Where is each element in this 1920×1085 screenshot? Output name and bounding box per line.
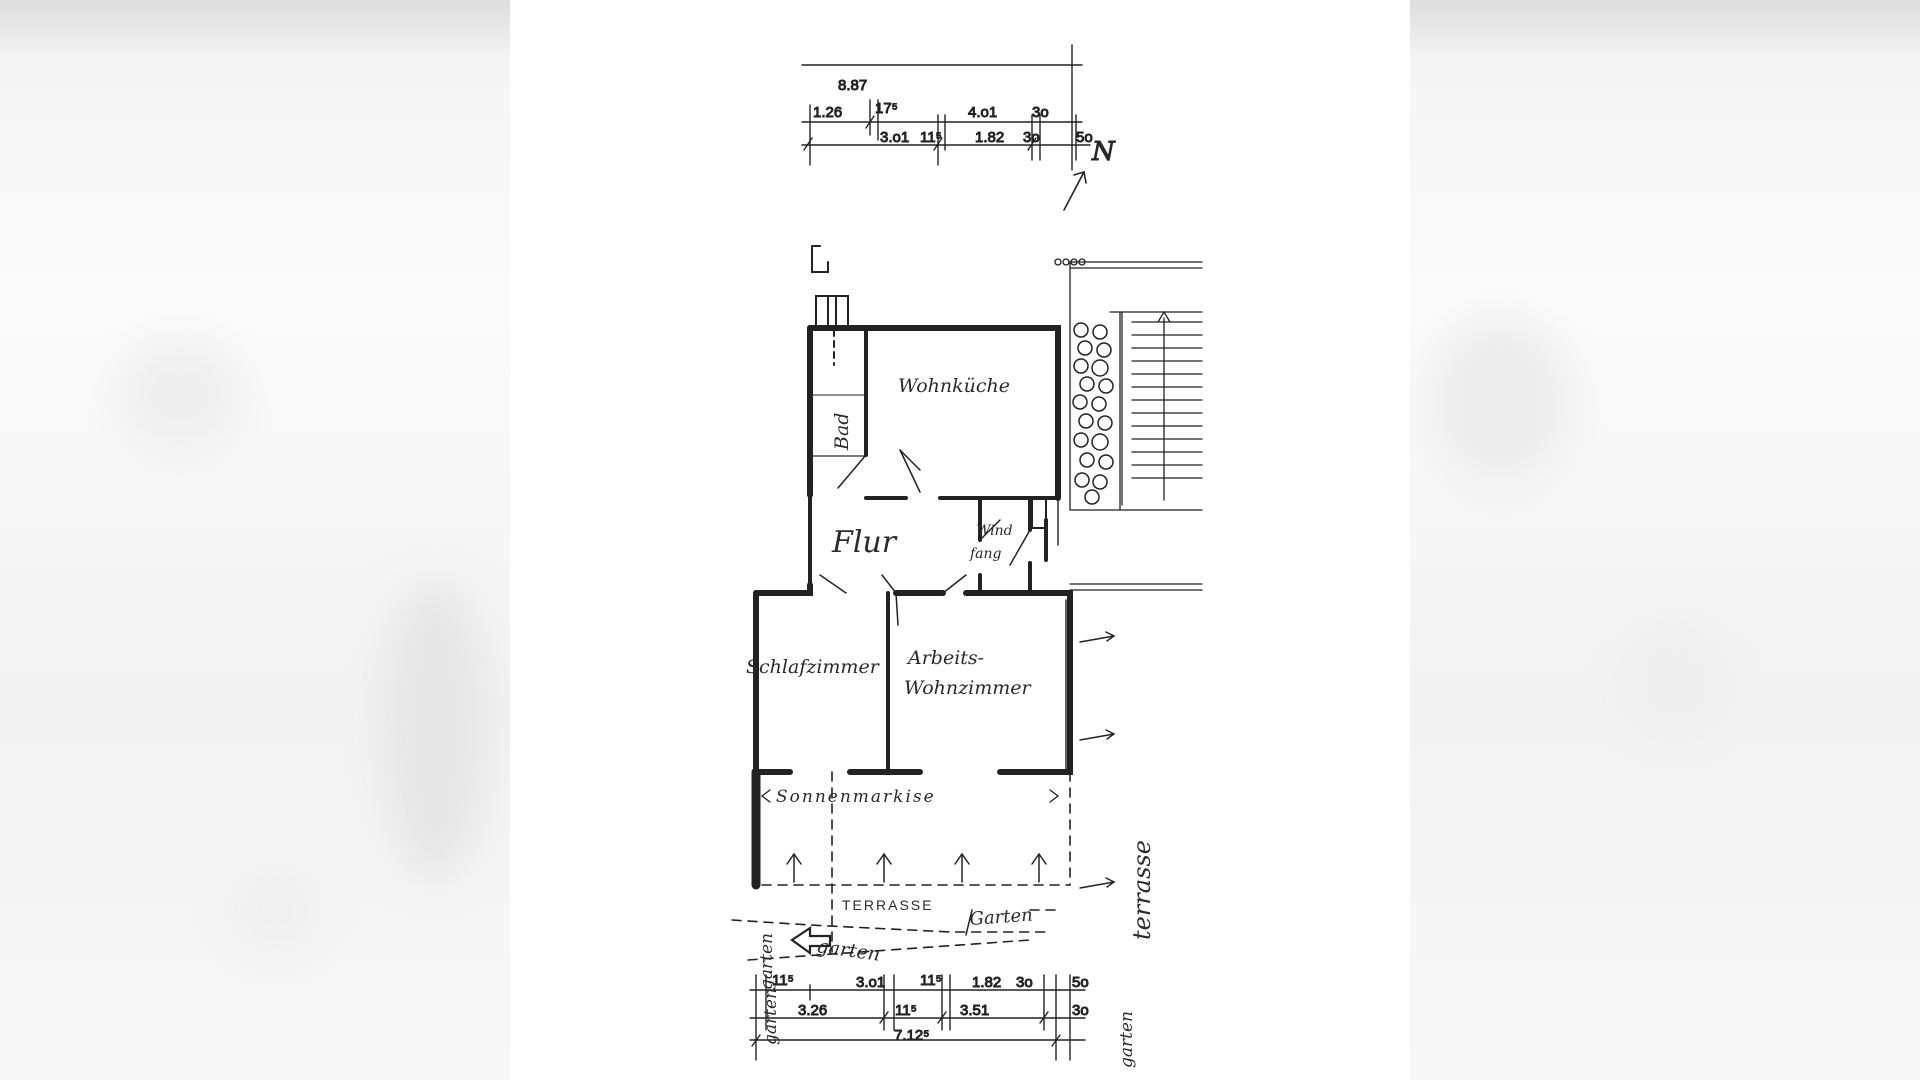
label-garten-bottom: garten bbox=[815, 935, 881, 966]
dim-bottom-1: 11⁵ bbox=[772, 972, 794, 989]
room-label-schlafzimmer: Schlafzimmer bbox=[746, 656, 881, 678]
label-sonnenmarkise: Sonnenmarkise bbox=[776, 787, 936, 807]
label-garten-terrace: Garten bbox=[969, 905, 1034, 930]
dim-bottom-4: 1.82 bbox=[972, 974, 1001, 991]
dim-bottom-10: 3o bbox=[1072, 1002, 1089, 1019]
dim-bottom-8: 11⁵ bbox=[895, 1002, 917, 1019]
room-label-arbeits: Arbeits- bbox=[906, 647, 984, 669]
terrace-outline bbox=[731, 771, 1071, 961]
dim-bottom-7: 3.26 bbox=[798, 1002, 827, 1019]
blur-spot bbox=[120, 340, 240, 450]
interior-walls bbox=[808, 326, 1060, 774]
door-swings bbox=[819, 449, 1031, 626]
label-garten-left: garten bbox=[757, 933, 777, 990]
dim-total-bottom: 7.12⁵ bbox=[894, 1027, 929, 1044]
bottom-dimension-lines bbox=[749, 974, 1086, 1061]
facade-arrows bbox=[1079, 631, 1116, 889]
dim-top-2: 17⁵ bbox=[875, 100, 898, 117]
label-terrasse-side: terrasse bbox=[1128, 840, 1156, 940]
blurred-background-right bbox=[1410, 0, 1920, 1080]
room-label-windfang-1: Wind bbox=[976, 523, 1013, 539]
north-label: N bbox=[1091, 137, 1116, 167]
dim-bottom-2: 3.o1 bbox=[856, 974, 885, 991]
blur-spot bbox=[1620, 620, 1730, 740]
blur-spot bbox=[230, 870, 320, 950]
blurred-background-left bbox=[0, 0, 510, 1080]
blur-spot bbox=[1430, 320, 1570, 480]
blur-spot bbox=[380, 580, 490, 880]
dim-top-3: 4.o1 bbox=[968, 104, 997, 121]
floor-plan-sheet: 8.87 1.26 17⁵ 4.o1 3o 3.o1 11⁵ 1.82 3o 5… bbox=[510, 0, 1410, 1080]
terrace-arrows bbox=[786, 852, 1047, 936]
dim-top-1: 1.26 bbox=[813, 104, 842, 121]
dim-top-4: 3o bbox=[1032, 104, 1049, 121]
bath-shaft bbox=[811, 245, 867, 457]
room-label-bad: Bad bbox=[831, 413, 853, 451]
markise-line bbox=[760, 789, 1060, 803]
dim-bottom-3: 11⁵ bbox=[920, 972, 942, 989]
dim-bottom-9: 3.51 bbox=[960, 1002, 989, 1019]
room-label-wohnkueche: Wohnküche bbox=[898, 375, 1010, 397]
label-garten-left-2: garten bbox=[761, 988, 781, 1045]
dim-top-8: 3o bbox=[1023, 129, 1040, 146]
garden-entrance-arrow-icon bbox=[790, 925, 832, 956]
windows bbox=[1057, 497, 1071, 773]
label-terrasse: TERRASSE bbox=[842, 897, 933, 913]
dim-bottom-6: 5o bbox=[1072, 974, 1089, 991]
dim-top-6: 11⁵ bbox=[920, 129, 942, 146]
north-arrow-icon bbox=[1063, 170, 1087, 211]
dim-top-9: 5o bbox=[1076, 129, 1093, 146]
room-label-wohnzimmer: Wohnzimmer bbox=[904, 677, 1033, 699]
floor-plan-drawing: 8.87 1.26 17⁵ 4.o1 3o 3.o1 11⁵ 1.82 3o 5… bbox=[731, 44, 1203, 1068]
label-garten-right: garten bbox=[1117, 1011, 1137, 1068]
dim-top-7: 1.82 bbox=[975, 129, 1004, 146]
planting-bed bbox=[1072, 322, 1114, 505]
room-label-flur: Flur bbox=[831, 525, 898, 560]
room-label-windfang-2: fang bbox=[969, 546, 1002, 562]
dim-total-top: 8.87 bbox=[838, 77, 867, 94]
dim-top-5: 3.o1 bbox=[880, 129, 909, 146]
dim-bottom-5: 3o bbox=[1016, 974, 1033, 991]
top-dimension-lines bbox=[801, 44, 1091, 171]
windfang-pillar bbox=[1031, 497, 1047, 529]
entrance-stairs bbox=[1054, 258, 1203, 591]
